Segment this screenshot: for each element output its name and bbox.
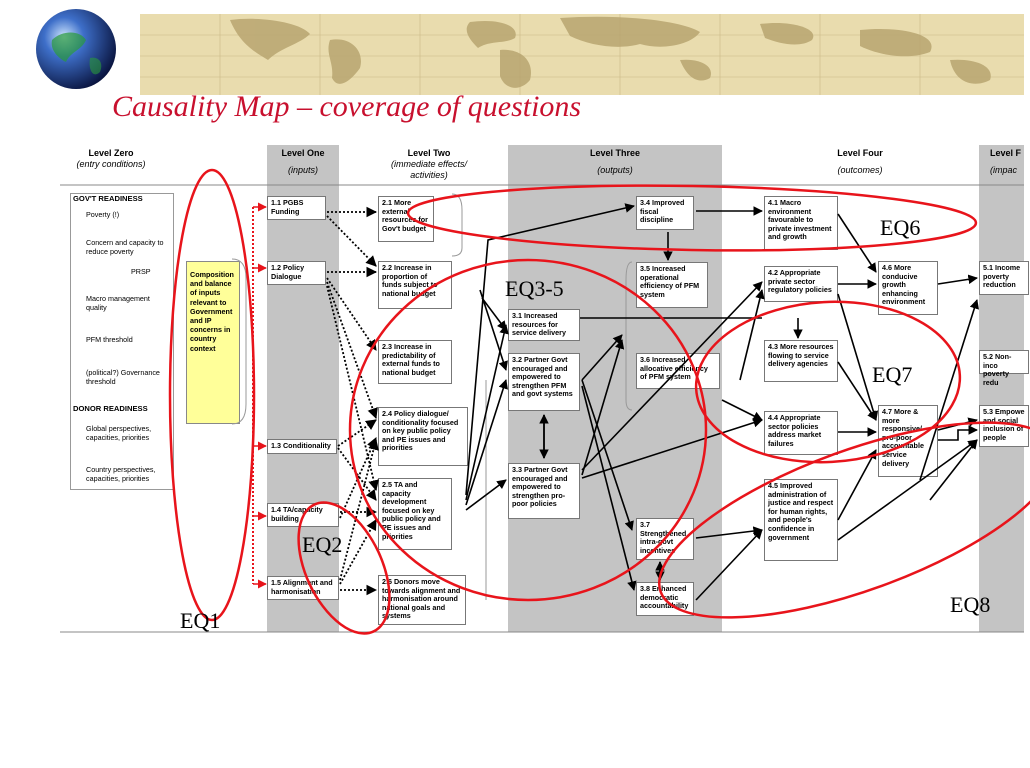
level-five-box-5-2: 5.2 Non-inco poverty redu [979,350,1029,387]
level-three-box-3-6: 3.6 Increased allocative efficiency of P… [636,353,720,389]
govt-item: Macro management quality [86,294,150,312]
level-three-box-3-4: 3.4 Improved fiscal discipline [636,196,694,230]
page-title: Causality Map – coverage of questions [112,90,582,123]
eq7-ellipse [694,300,962,464]
eq6-label: EQ6 [880,215,921,240]
level-three-box-3-2: 3.2 Partner Govt encouraged and empowere… [508,353,580,411]
level-two-header: Level Two(immediate effects/ activities) [390,148,468,180]
govt-item: (political?) Governance threshold [86,368,160,386]
world-map-banner [0,0,1024,95]
level-five-header: Level F(impac [990,148,1022,175]
level-four-header: Level Four(outcomes) [837,148,883,175]
level-one-box-1-1: 1.1 PGBS Funding [267,196,326,220]
eq3-5-label: EQ3-5 [505,276,564,301]
level-three-box-3-5: 3.5 Increased operational efficiency of … [636,262,708,308]
level-two-box-2-4: 2.4 Policy dialogue/ conditionality focu… [378,407,468,466]
govt-item: Concern and capacity to reduce poverty [86,238,164,256]
eq8-label: EQ8 [950,592,991,617]
eq3-5-ellipse [348,258,708,602]
level-one-box-1-2: 1.2 Policy Dialogue [267,261,326,285]
donor-readiness-heading: DONOR READINESS [73,404,148,413]
govt-item: PFM threshold [86,335,133,344]
level-zero-header: Level Zero(entry conditions) [76,148,146,169]
level-four-box-4-4: 4.4 Appropriate sector policies address … [764,411,838,455]
level-one-box-1-4: 1.4 TA/capacity building [267,503,339,527]
eq1-label: EQ1 [180,608,221,633]
level-three-box-3-3: 3.3 Partner Govt encouraged and empowere… [508,463,580,519]
govt-item: Poverty (!) [86,210,120,219]
eq8-ellipse [657,421,1030,619]
level-two-box-2-2: 2.2 Increase in proportion of funds subj… [378,261,452,309]
level-three-box-3-1: 3.1 Increased resources for service deli… [508,309,580,341]
level-two-box-2-3: 2.3 Increase in predictability of extern… [378,340,452,384]
eq7-label: EQ7 [872,362,913,387]
level-one-box-1-5: 1.5 Alignment and harmonisation [267,576,339,600]
level-four-box-4-5: 4.5 Improved administration of justice a… [764,479,838,561]
level-three-header: Level Three(outputs) [589,148,641,175]
level-four-box-4-6: 4.6 More conducive growth enhancing envi… [878,261,938,315]
level-one-header: Level One(inputs) [281,148,325,175]
level-one-box-1-3: 1.3 Conditionality [267,439,337,454]
donor-item: Global perspectives, capacities, priorit… [86,424,152,442]
eq1-ellipse [168,168,256,622]
level-four-box-4-2: 4.2 Appropriate private sector regulator… [764,266,838,302]
level-five-column [979,145,1024,632]
govt-item: PRSP [131,267,151,276]
govt-readiness-heading: GOV'T READINESS [73,194,143,203]
eq6-ellipse [406,184,978,252]
eq2-ellipse [297,501,391,635]
globe-icon [34,6,122,94]
level-zero-box [70,193,174,490]
level-five-box-5-1: 5.1 Income poverty reduction [979,261,1029,295]
level-one-column [267,145,339,632]
eq2-label: EQ2 [302,532,343,557]
donor-item: Country perspectives, capacities, priori… [86,465,156,483]
level-five-box-5-3: 5.3 Empowe and social inclusion of peopl… [979,405,1029,447]
level-four-box-4-3: 4.3 More resources flowing to service de… [764,340,838,382]
composition-box: Composition and balance of inputs releva… [186,261,240,424]
